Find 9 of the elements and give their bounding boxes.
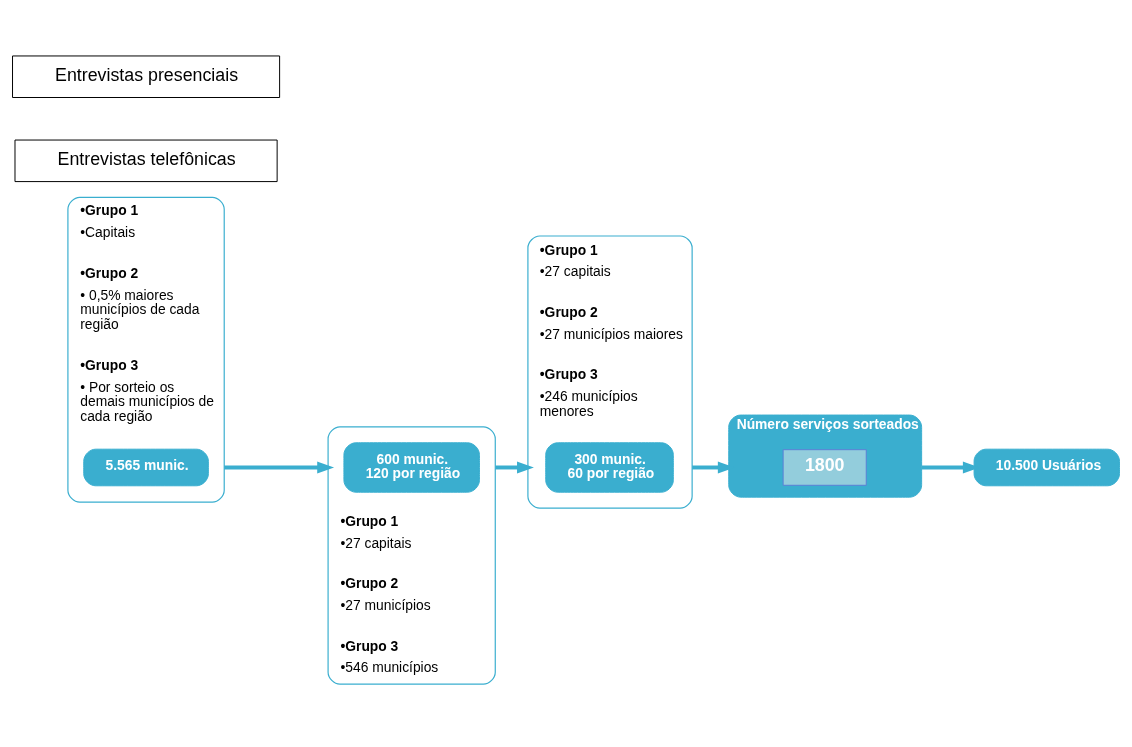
node-box: Entrevistas presenciais — [12, 54, 281, 98]
node-box: Entrevistas telefônicas — [14, 139, 278, 182]
arrow — [224, 461, 335, 473]
arrow — [495, 461, 534, 473]
node-box: 10.500 Usuários — [973, 448, 1120, 486]
node-box: 5.565 munic. — [83, 448, 209, 486]
node-box: 1800 — [782, 448, 867, 486]
node-box: 600 munic. 120 por região — [343, 441, 480, 493]
node-box: 300 munic. 60 por região — [545, 441, 674, 493]
